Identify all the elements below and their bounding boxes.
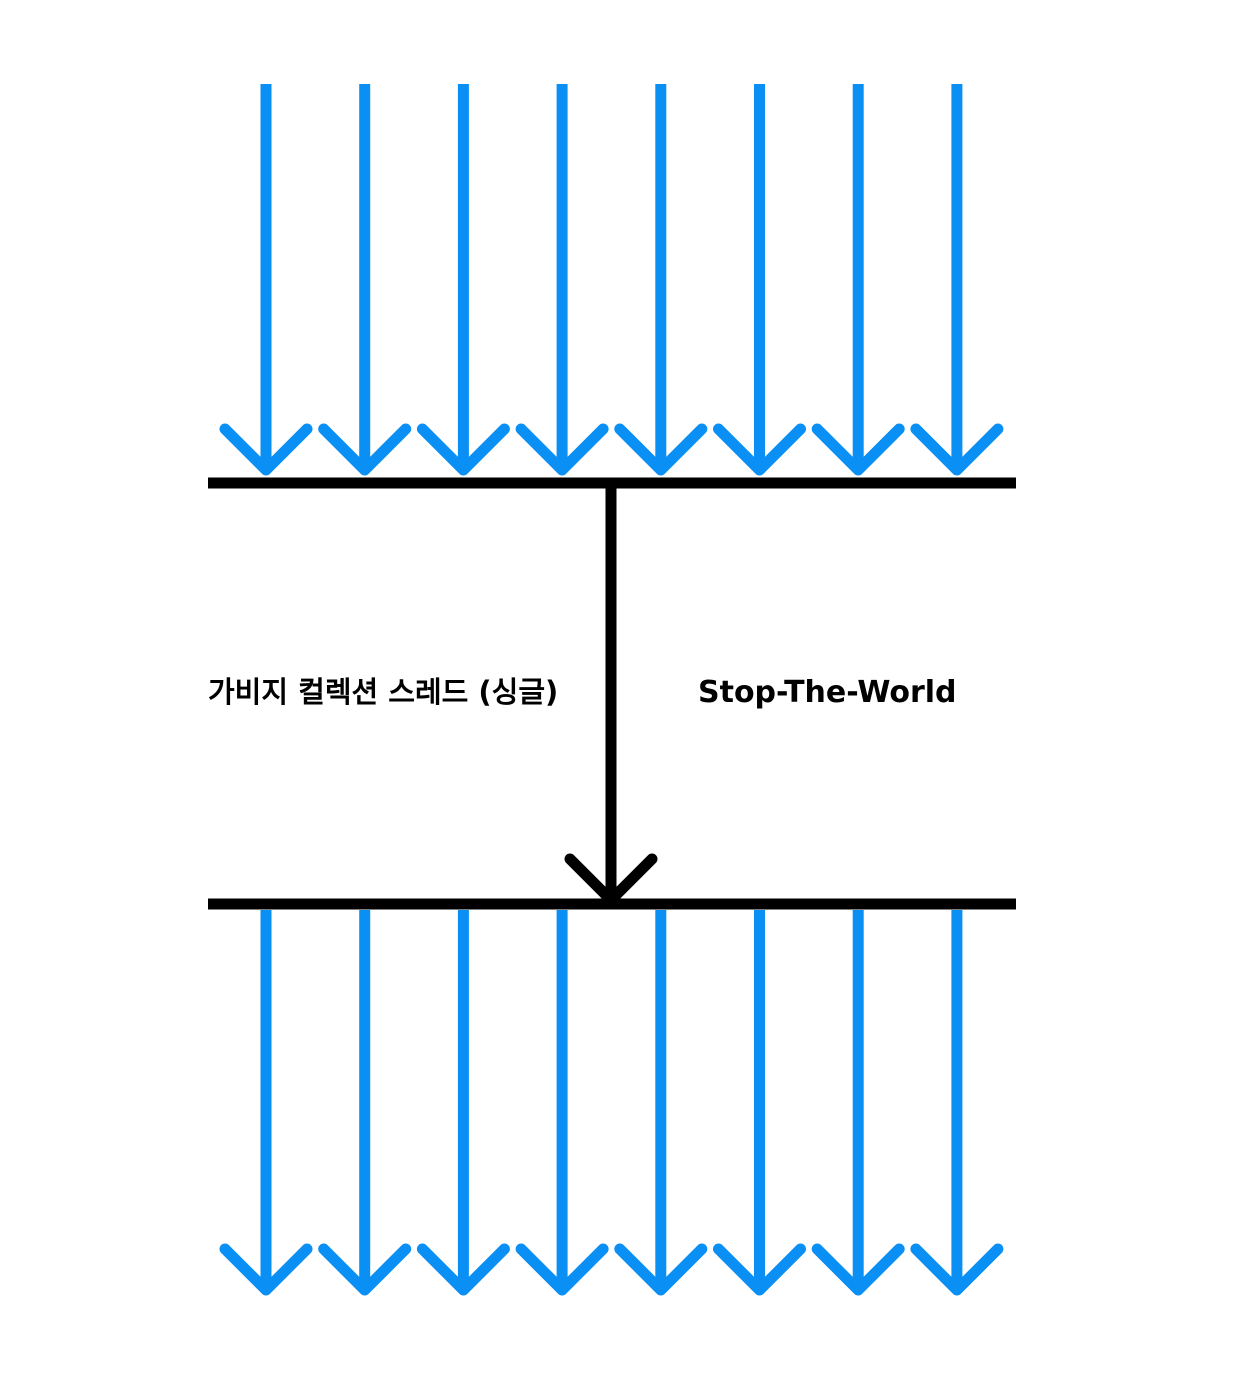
thread-arrow-after bbox=[416, 910, 510, 1296]
thread-arrow-after bbox=[713, 910, 806, 1296]
thread-arrow-before bbox=[811, 84, 905, 476]
application-threads-before-gc bbox=[219, 84, 1004, 476]
thread-arrow-before bbox=[416, 84, 510, 476]
gc-thread-arrow bbox=[564, 488, 658, 906]
thread-arrow-after bbox=[614, 910, 708, 1296]
gc-thread-label: 가비지 컬렉션 스레드 (싱글) bbox=[208, 675, 559, 709]
thread-arrow-before bbox=[910, 84, 1004, 476]
gc-thread-arrow-shape bbox=[564, 488, 658, 906]
thread-arrow-before bbox=[515, 84, 609, 476]
thread-arrow-after bbox=[219, 910, 313, 1296]
thread-arrow-after bbox=[910, 910, 1004, 1296]
application-threads-after-gc bbox=[219, 910, 1004, 1296]
thread-arrow-after bbox=[515, 910, 609, 1296]
thread-arrow-before bbox=[219, 84, 313, 476]
thread-arrow-before bbox=[713, 84, 806, 476]
thread-arrow-after bbox=[318, 910, 412, 1296]
thread-arrow-before bbox=[318, 84, 412, 476]
thread-arrow-before bbox=[614, 84, 708, 476]
stop-the-world-label: Stop-The-World bbox=[698, 675, 957, 710]
thread-arrow-after bbox=[811, 910, 905, 1296]
